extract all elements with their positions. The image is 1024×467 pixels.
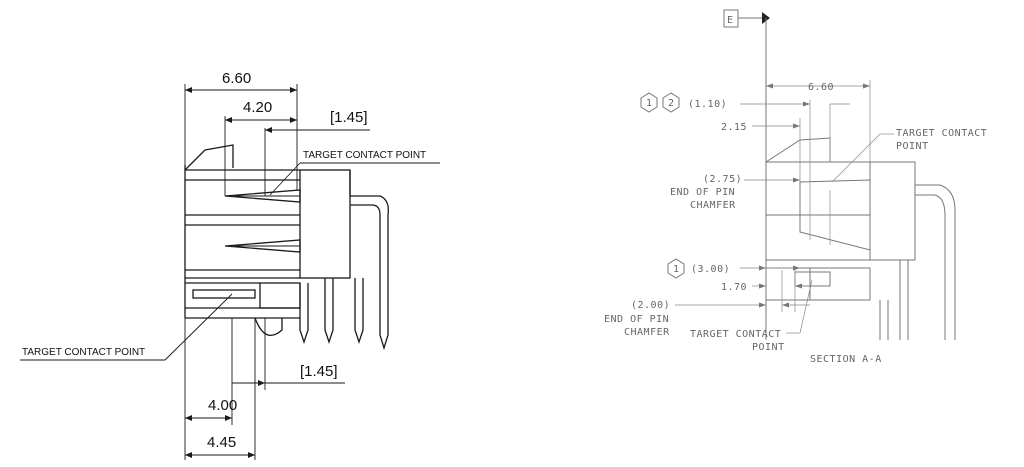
right-pins bbox=[879, 184, 956, 340]
left-target-bottom-label: TARGET CONTACT POINT bbox=[22, 347, 145, 358]
dim-215-label: 2.15 bbox=[721, 122, 747, 133]
callout-1-label: 1 bbox=[646, 98, 653, 109]
dim-275-label: (2.75) bbox=[703, 174, 742, 185]
chamfer-b-line2: CHAMFER bbox=[624, 327, 670, 338]
left-dim-400-label: 4.00 bbox=[208, 397, 237, 414]
left-dim-145-top: [1.45] bbox=[264, 109, 370, 196]
dim-300-label: (3.00) bbox=[691, 264, 730, 275]
callout-1-2: 1 2 (1.10) bbox=[640, 92, 850, 190]
right-target-top-line1: TARGET CONTACT bbox=[896, 128, 987, 139]
right-dim-275: (2.75) END OF PIN CHAMFER bbox=[670, 174, 800, 211]
right-target-bottom: TARGET CONTACT POINT bbox=[690, 279, 813, 353]
left-view: 6.60 4.20 [1.45] TARGET CONTACT POINT TA… bbox=[20, 70, 440, 460]
right-dim-200: (2.00) END OF PIN CHAMFER bbox=[604, 270, 810, 338]
chamfer-b-line1: END OF PIN bbox=[604, 314, 669, 325]
callout-2-label: 2 bbox=[668, 98, 675, 109]
left-dim-145-bottom: [1.45] bbox=[231, 318, 345, 390]
left-dim-145-bottom-label: [1.45] bbox=[300, 363, 338, 380]
section-a-a-label: SECTION A-A bbox=[810, 354, 882, 365]
dim-200-label: (2.00) bbox=[631, 300, 670, 311]
right-target-top-line2: POINT bbox=[896, 141, 929, 152]
right-target-bottom-line2: POINT bbox=[752, 342, 785, 353]
left-pins bbox=[192, 189, 389, 351]
left-target-top-label: TARGET CONTACT POINT bbox=[303, 150, 426, 161]
left-dim-420: 4.20 bbox=[224, 99, 297, 196]
left-dim-445-label: 4.45 bbox=[207, 434, 236, 451]
right-target-bottom-line1: TARGET CONTACT bbox=[690, 329, 781, 340]
callout-1b-label: 1 bbox=[673, 264, 680, 275]
right-housing bbox=[765, 137, 916, 301]
right-dim-300: 1 (3.00) bbox=[667, 258, 800, 279]
right-view: E bbox=[604, 9, 987, 365]
right-dim-660-label: 6.60 bbox=[808, 82, 834, 93]
chamfer-a-line1: END OF PIN bbox=[670, 187, 735, 198]
left-dim-660-label: 6.60 bbox=[222, 70, 251, 87]
datum-e-label: E bbox=[727, 15, 734, 26]
left-target-bottom: TARGET CONTACT POINT bbox=[20, 293, 233, 361]
dim-110-label: (1.10) bbox=[688, 99, 727, 110]
left-dim-145-top-label: [1.45] bbox=[330, 109, 368, 126]
left-housing bbox=[184, 144, 351, 336]
left-dim-420-label: 4.20 bbox=[243, 99, 272, 116]
dim-170-label: 1.70 bbox=[721, 282, 747, 293]
right-dim-660: 6.60 bbox=[766, 80, 871, 162]
left-dim-445: 4.45 bbox=[185, 318, 256, 460]
chamfer-a-line2: CHAMFER bbox=[690, 200, 736, 211]
right-dim-215: 2.15 bbox=[721, 118, 801, 182]
right-target-top: TARGET CONTACT POINT bbox=[831, 128, 987, 183]
left-dim-660: 6.60 bbox=[184, 70, 298, 190]
left-dim-400: 4.00 bbox=[184, 318, 237, 460]
left-target-top: TARGET CONTACT POINT bbox=[269, 150, 440, 196]
